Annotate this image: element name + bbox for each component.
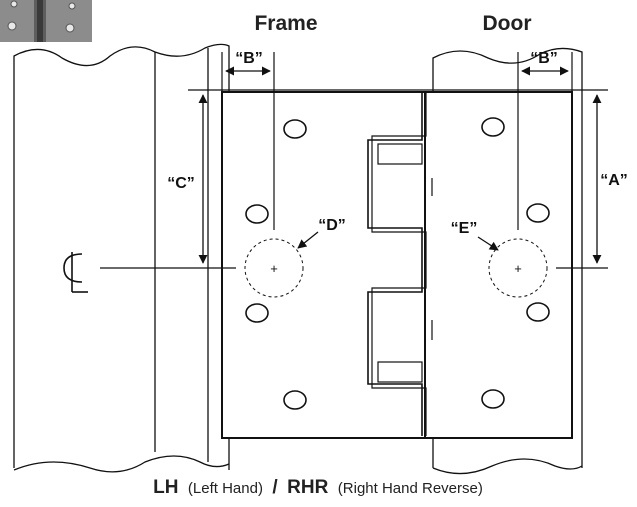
d-label: “D” [318,217,346,234]
door-hole [526,302,550,322]
e-callout-arrow [477,236,499,251]
door-heading: Door [483,12,532,35]
door-outline [432,47,583,468]
frame-hole [283,390,307,410]
door-center-plus: + [514,261,522,276]
door-bottom-edge [432,458,583,475]
door-hole [481,117,505,137]
centerline-symbol-icon [63,252,88,293]
frame-hole [245,204,269,224]
door-center-circle [488,238,548,298]
caption-rhr-desc: (Right Hand Reverse) [338,480,483,497]
caption-lh: LH [153,477,178,498]
door-b-label: “B” [530,50,558,67]
knuckle-outline [367,92,423,436]
c-label: “C” [167,175,195,192]
a-label: “A” [600,172,628,189]
frame-center-circle [244,238,304,298]
frame-center-plus: + [270,261,278,276]
frame-leaf [221,91,426,439]
door-hole [481,389,505,409]
caption-separator: / [272,477,278,498]
knuckle-bottom-box [377,361,423,383]
frame-b-label: “B” [235,50,263,67]
frame-heading: Frame [254,12,317,35]
hand-caption: LH (Left Hand) / RHR (Right Hand Reverse… [153,477,483,498]
frame-hole [283,119,307,139]
knuckle-inner-outline [371,92,427,436]
d-callout-arrow [297,231,319,249]
caption-rhr: RHR [287,477,328,498]
caption-lh-desc: (Left Hand) [188,480,263,497]
hinge-thumbnail-icon [0,0,92,42]
frame-outline [13,43,230,470]
door-leaf [424,91,573,439]
frame-hole [245,303,269,323]
frame-bottom-edge [13,455,230,473]
e-label: “E” [451,220,478,237]
door-hole [526,203,550,223]
knuckle-top-box [377,143,423,165]
